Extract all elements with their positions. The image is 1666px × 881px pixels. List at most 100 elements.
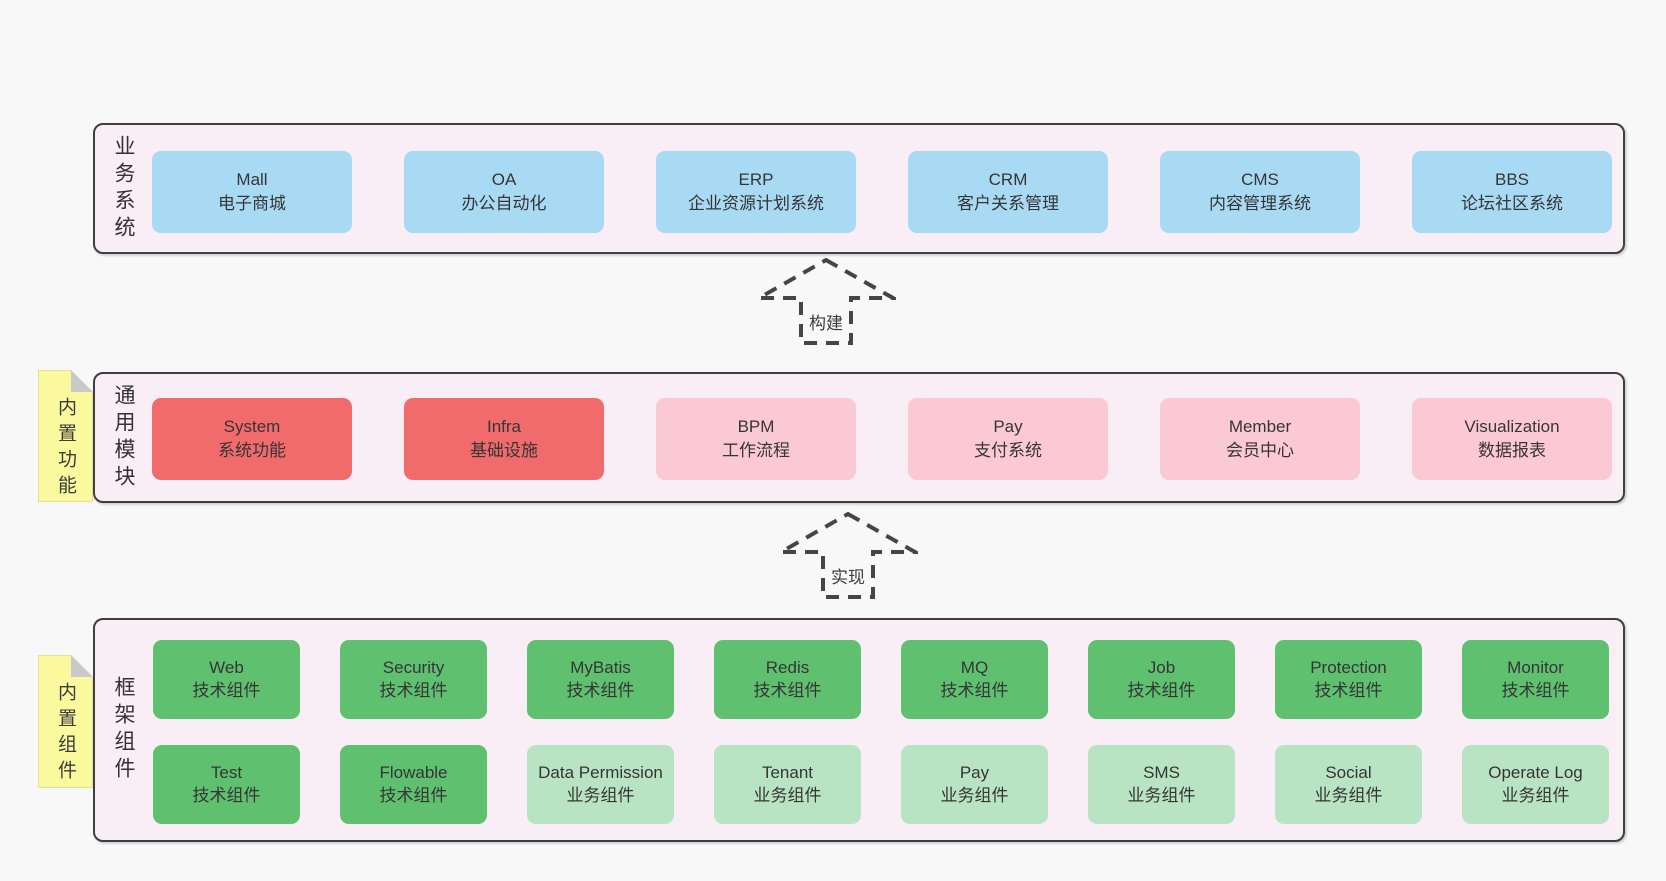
- box-oa: OA 办公自动化: [404, 151, 604, 233]
- box-mall: Mall 电子商城: [152, 151, 352, 233]
- box-title: OA: [491, 169, 517, 189]
- box-title: Mall: [236, 169, 268, 189]
- box-subtitle: 支付系统: [974, 441, 1042, 460]
- box-title: BBS: [1494, 169, 1530, 189]
- box-subtitle: 业务组件: [1501, 785, 1570, 805]
- dashed-up-arrow-icon: [756, 257, 896, 345]
- box-bpm: BPM 工作流程: [656, 398, 856, 480]
- box-title: CMS: [1241, 169, 1279, 189]
- box-subtitle: 办公自动化: [461, 194, 547, 213]
- box-visualization: Visualization 数据报表: [1412, 398, 1612, 480]
- box-title: BPM: [737, 416, 775, 436]
- box-title: MyBatis: [570, 658, 631, 678]
- box-title: CRM: [988, 169, 1028, 189]
- box-subtitle: 技术组件: [1127, 680, 1196, 700]
- arrow-build: 构建: [756, 257, 896, 347]
- box-subtitle: 数据报表: [1478, 441, 1546, 460]
- box-test: Test 技术组件: [153, 745, 300, 824]
- sticky-note-label: 内置功能: [55, 397, 76, 501]
- box-title: Monitor: [1507, 658, 1564, 678]
- box-title: Protection: [1310, 658, 1387, 678]
- box-title: Tenant: [761, 763, 814, 783]
- box-title: Test: [210, 763, 243, 783]
- box-title: Pay: [959, 763, 990, 783]
- box-subtitle: 技术组件: [940, 680, 1009, 700]
- box-infra: Infra 基础设施: [404, 398, 604, 480]
- box-subtitle: 技术组件: [1314, 680, 1383, 700]
- box-subtitle: 技术组件: [753, 680, 822, 700]
- box-subtitle: 内容管理系统: [1209, 194, 1311, 213]
- box-operate-log: Operate Log 业务组件: [1462, 745, 1609, 824]
- box-title: System: [223, 416, 281, 436]
- box-subtitle: 基础设施: [470, 441, 538, 460]
- box-subtitle: 企业资源计划系统: [688, 194, 824, 213]
- box-security: Security 技术组件: [340, 640, 487, 719]
- box-title: SMS: [1143, 763, 1180, 783]
- box-title: MQ: [960, 658, 989, 678]
- box-title: Infra: [486, 416, 522, 436]
- box-web: Web 技术组件: [153, 640, 300, 719]
- box-system: System 系统功能: [152, 398, 352, 480]
- box-social: Social 业务组件: [1275, 745, 1422, 824]
- layer-common-modules: 通用模块 System 系统功能 Infra 基础设施 BPM 工作流程 Pay…: [93, 372, 1625, 503]
- box-title: Redis: [765, 658, 810, 678]
- box-job: Job 技术组件: [1088, 640, 1235, 719]
- sticky-note-label: 内置组件: [55, 682, 76, 786]
- layer-business-systems: 业务系统 Mall 电子商城 OA 办公自动化 ERP 企业资源计划系统 CRM…: [93, 123, 1625, 254]
- box-subtitle: 工作流程: [722, 441, 790, 460]
- box-title: Pay: [993, 416, 1023, 436]
- box-subtitle: 技术组件: [379, 680, 448, 700]
- box-redis: Redis 技术组件: [714, 640, 861, 719]
- box-crm: CRM 客户关系管理: [908, 151, 1108, 233]
- box-title: Security: [382, 658, 445, 678]
- box-cms: CMS 内容管理系统: [1160, 151, 1360, 233]
- box-subtitle: 业务组件: [753, 785, 822, 805]
- box-title: Flowable: [379, 763, 448, 783]
- business-box-row: Mall 电子商城 OA 办公自动化 ERP 企业资源计划系统 CRM 客户关系…: [152, 151, 1612, 233]
- layer-framework-components: 框架组件 Web 技术组件 Security 技术组件 MyBatis 技术组件…: [93, 618, 1625, 842]
- sticky-note-builtin-components: 内置组件: [38, 655, 93, 788]
- box-subtitle: 技术组件: [192, 680, 261, 700]
- modules-box-row: System 系统功能 Infra 基础设施 BPM 工作流程 Pay 支付系统…: [152, 398, 1612, 480]
- box-title: Job: [1147, 658, 1176, 678]
- box-title: ERP: [738, 169, 774, 189]
- box-subtitle: 技术组件: [1501, 680, 1570, 700]
- box-tenant: Tenant 业务组件: [714, 745, 861, 824]
- box-mybatis: MyBatis 技术组件: [527, 640, 674, 719]
- layer-label-components: 框架组件: [112, 676, 135, 784]
- components-row-2: Test 技术组件 Flowable 技术组件 Data Permission …: [153, 745, 1609, 824]
- components-row-1: Web 技术组件 Security 技术组件 MyBatis 技术组件 Redi…: [153, 640, 1609, 719]
- box-data-permission: Data Permission 业务组件: [527, 745, 674, 824]
- box-pay: Pay 支付系统: [908, 398, 1108, 480]
- arrow-build-label: 构建: [806, 308, 846, 335]
- box-protection: Protection 技术组件: [1275, 640, 1422, 719]
- box-mq: MQ 技术组件: [901, 640, 1048, 719]
- layer-label-modules: 通用模块: [112, 383, 135, 492]
- box-subtitle: 论坛社区系统: [1461, 194, 1563, 213]
- box-title: Operate Log: [1488, 763, 1583, 783]
- box-subtitle: 客户关系管理: [957, 194, 1059, 213]
- box-subtitle: 电子商城: [218, 194, 286, 213]
- box-member: Member 会员中心: [1160, 398, 1360, 480]
- box-bbs: BBS 论坛社区系统: [1412, 151, 1612, 233]
- arrow-implement-label: 实现: [828, 562, 868, 589]
- box-subtitle: 技术组件: [192, 785, 261, 805]
- box-title: Web: [209, 658, 244, 678]
- box-subtitle: 业务组件: [566, 785, 635, 805]
- box-title: Data Permission: [538, 763, 663, 783]
- box-sms: SMS 业务组件: [1088, 745, 1235, 824]
- arrow-implement: 实现: [778, 511, 918, 601]
- box-subtitle: 技术组件: [379, 785, 448, 805]
- box-subtitle: 会员中心: [1226, 441, 1294, 460]
- box-subtitle: 系统功能: [218, 441, 286, 460]
- box-monitor: Monitor 技术组件: [1462, 640, 1609, 719]
- sticky-note-builtin-features: 内置功能: [38, 370, 93, 502]
- box-flowable: Flowable 技术组件: [340, 745, 487, 824]
- dashed-up-arrow-icon: [778, 511, 918, 599]
- box-subtitle: 技术组件: [566, 680, 635, 700]
- box-subtitle: 业务组件: [1127, 785, 1196, 805]
- box-subtitle: 业务组件: [1314, 785, 1383, 805]
- layer-label-business: 业务系统: [112, 134, 135, 243]
- box-pay-biz: Pay 业务组件: [901, 745, 1048, 824]
